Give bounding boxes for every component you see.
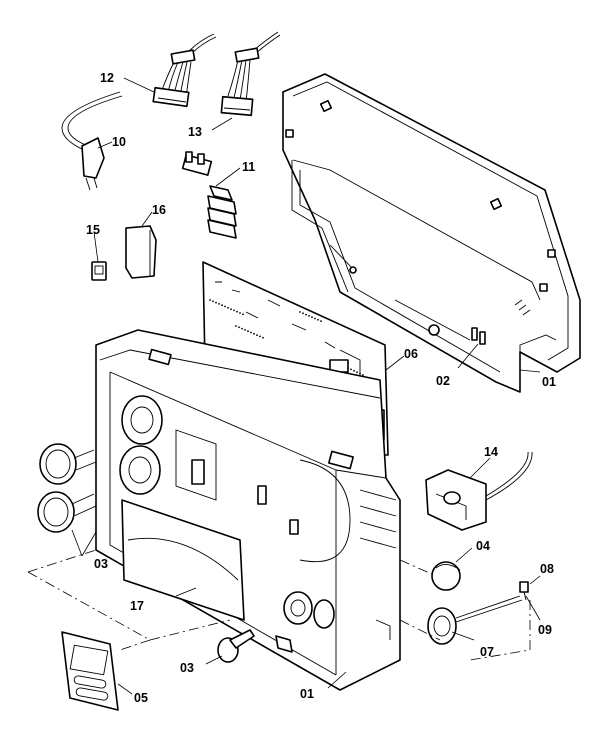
pcb-pin <box>305 313 307 316</box>
pcb-pin <box>244 329 246 331</box>
connector-02-part <box>471 327 486 345</box>
pcb-pin <box>317 318 319 321</box>
pcb-pin <box>262 336 264 339</box>
pcb-pin <box>224 305 226 308</box>
callout-04: 04 <box>476 539 490 553</box>
knob-03-small <box>217 629 255 663</box>
callout-09: 09 <box>538 623 552 637</box>
callout-labels: 12 13 10 11 16 15 06 02 01 14 03 04 08 1… <box>86 71 556 705</box>
callout-01-front: 01 <box>300 687 314 701</box>
pcb-pin <box>241 327 243 330</box>
pcb-pin <box>362 374 364 376</box>
pcb-pin <box>320 320 322 322</box>
callout-12: 12 <box>100 71 114 85</box>
pcb-pin <box>230 308 232 310</box>
callout-16: 16 <box>152 203 166 217</box>
sensor-08-09-part <box>519 581 529 601</box>
callout-02: 02 <box>436 374 450 388</box>
right-button-panel <box>299 459 351 563</box>
pcb-pin <box>347 367 349 369</box>
callout-10: 10 <box>112 135 126 149</box>
pcb-pin <box>218 303 220 305</box>
pcb-pin <box>250 331 252 334</box>
pcb-pin <box>247 330 249 333</box>
pcb-pin <box>212 300 214 303</box>
callout-06: 06 <box>404 347 418 361</box>
cable-harness-13-part <box>220 31 281 117</box>
knob-socket-lower <box>119 445 161 495</box>
callout-08: 08 <box>540 562 554 576</box>
pcb-pin <box>311 316 313 319</box>
pcb-pin <box>356 371 358 374</box>
pcb-pin <box>215 301 217 304</box>
callout-13: 13 <box>188 125 202 139</box>
part-15 <box>91 261 107 281</box>
pcb-pin <box>209 299 211 301</box>
knob-03-upper <box>39 443 97 485</box>
display-module-05-part <box>61 631 119 711</box>
pcb-pin <box>314 317 316 320</box>
callout-17: 17 <box>130 599 144 613</box>
callout-07: 07 <box>480 645 494 659</box>
pcb-pin <box>359 372 361 375</box>
pcb-pin <box>242 313 244 316</box>
pcb-pin <box>227 306 229 309</box>
pcb-pin <box>238 326 240 329</box>
callout-11: 11 <box>242 160 255 174</box>
leader-lines <box>71 77 541 695</box>
pcb-pin <box>302 312 304 315</box>
gauge-07-part <box>427 595 523 645</box>
rear-cover-part <box>282 73 581 393</box>
pcb-pin <box>235 325 237 327</box>
pcb-pin <box>350 368 352 371</box>
pcb-pin <box>239 312 241 314</box>
pcb-pin <box>353 369 355 372</box>
front-bottom-controls <box>283 591 335 629</box>
pcb-pin <box>259 335 261 338</box>
callout-03-knobs: 03 <box>94 557 108 571</box>
bracket-14-part <box>425 451 533 531</box>
callout-14: 14 <box>484 445 498 459</box>
assembly-lines <box>27 549 531 661</box>
callout-05: 05 <box>134 691 148 705</box>
pcb-pin <box>299 311 301 313</box>
pcb-pin <box>256 334 258 336</box>
pcb-pin <box>253 332 255 335</box>
display-window <box>175 429 299 535</box>
cable-harness-12-part <box>152 33 217 108</box>
pcb-pin <box>233 309 235 312</box>
pcb-pin <box>308 315 310 317</box>
terminal-blocks-11-part <box>181 151 237 239</box>
callout-03-small: 03 <box>180 661 194 675</box>
knob-03-lower <box>37 491 97 533</box>
pcb-pin <box>221 304 223 307</box>
pcb-pin <box>236 310 238 313</box>
knob-socket-upper <box>121 395 163 445</box>
part-04 <box>431 561 461 591</box>
callout-15: 15 <box>86 223 100 237</box>
flap-door-17-part <box>121 499 245 621</box>
callout-01-rear: 01 <box>542 375 556 389</box>
part-16 <box>125 225 157 279</box>
